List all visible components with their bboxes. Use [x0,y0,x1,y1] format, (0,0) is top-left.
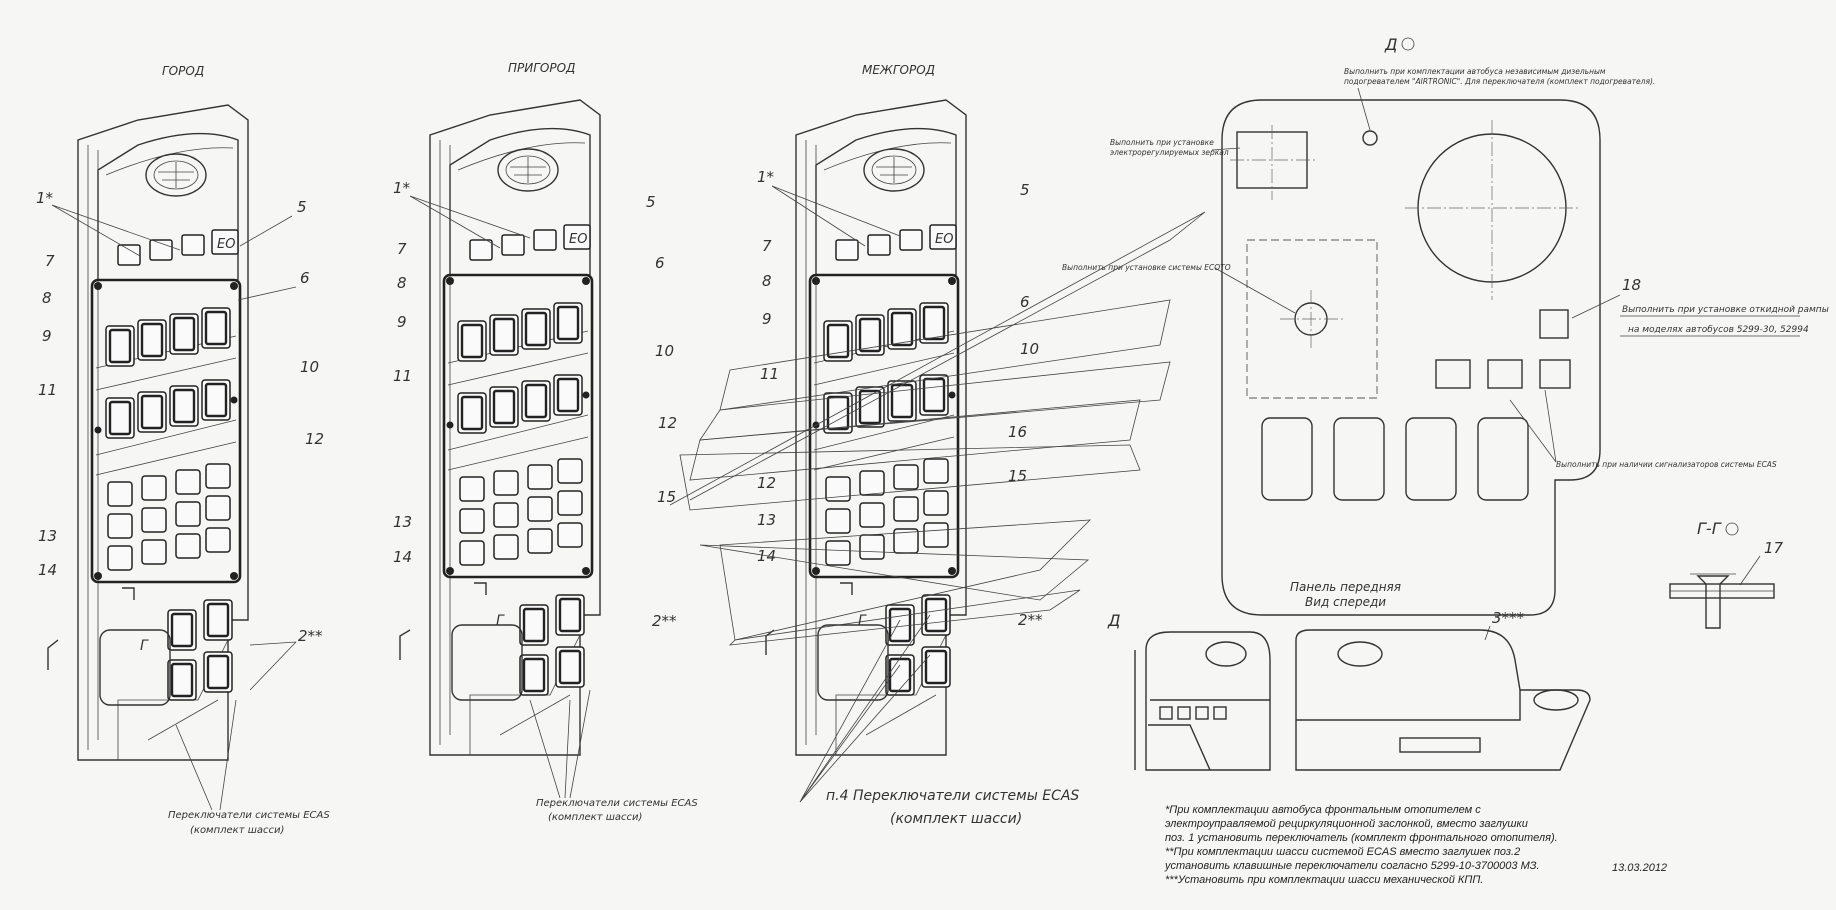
panel-city [76,103,250,762]
callout: 8 [42,289,52,307]
section-marks: Г Г Г [140,613,867,654]
callout: 7 [397,240,407,258]
view-d-title: Д [1384,35,1398,54]
callout: 6 [655,254,665,272]
leader-fan [669,211,1206,646]
front-panel-view: Панель передняя Вид спереди Д 3*** [1107,580,1591,771]
callout: 16 [1008,423,1027,441]
callout: 9 [42,327,52,345]
callout: 8 [397,274,407,292]
callout: 5 [297,198,307,216]
ecas-label-suburban-1: Переключатели системы ECAS [536,798,698,809]
callout: 7 [45,252,55,270]
view-d: Д Выполнить при комплектации автобуса не… [1062,35,1829,616]
callout: 14 [393,548,412,566]
note-ramp-1: Выполнить при установке откидной рампы [1622,305,1829,315]
callout: 2** [652,612,677,630]
section-mark: Г [496,613,505,629]
callout: 8 [762,272,772,290]
ecas-label-city-2: (комплект шасси) [190,825,284,836]
footnote-line: *При комплектации автобуса фронтальным о… [1165,804,1481,816]
callout: 9 [762,310,772,328]
drawing-date: 13.03.2012 [1612,862,1667,874]
note-mirrors-2: электрорегулируемых зеркал [1110,148,1229,157]
callout: 12 [305,430,324,448]
section-gg-title: Г-Г [1697,519,1722,538]
note-mirrors-1: Выполнить при установке [1110,138,1214,147]
callout: 10 [655,342,674,360]
callout: 14 [38,561,57,579]
callout: 11 [760,365,779,383]
callout: 15 [657,488,676,506]
callout: 12 [658,414,677,432]
section-mark: Г [858,613,867,629]
callout: 13 [393,513,412,531]
callout-18: 18 [1622,276,1641,294]
front-view-marker: Д [1107,611,1121,630]
callout: 2** [1018,611,1043,629]
callout: 6 [300,269,310,287]
footnotes: *При комплектации автобуса фронтальным о… [1164,804,1667,886]
ecas-label-intercity-2: (комплект шасси) [890,811,1022,827]
note-airtronic-1: Выполнить при комплектации автобуса неза… [1344,67,1606,76]
callout: 11 [393,367,412,385]
footnote-line: **При комплектации шасси системой ECAS в… [1165,846,1520,858]
callouts-intercity: 1* 5 7 6 8 9 10 11 16 12 15 13 14 2** 15 [657,168,1043,655]
callouts-city: 1* 5 7 6 8 9 10 11 12 13 14 2** [36,189,324,691]
callout: 10 [1020,340,1039,358]
footnote-line: поз. 1 установить переключатель (комплек… [1165,832,1558,844]
callout: 1* [393,179,411,197]
panel-title-city: ГОРОД [162,64,204,78]
callout: 2** [298,627,323,645]
panel-intercity [794,98,968,757]
footnote-line: электроуправляемой рециркуляционной засл… [1165,818,1528,830]
note-ecas-signal: Выполнить при наличии сигнализаторов сис… [1556,460,1777,469]
footnote-line: ***Установить при комплектации шасси мех… [1165,874,1483,886]
callout: 9 [397,313,407,331]
note-ramp-2: на моделях автобусов 5299-30, 52994 [1628,325,1809,335]
callout: 7 [762,237,772,255]
panel-title-intercity: МЕЖГОРОД [862,63,935,77]
callout: 13 [38,527,57,545]
ecas-label-intercity-1: п.4 Переключатели системы ECAS [826,788,1079,804]
front-view-title-2: Вид спереди [1305,595,1386,609]
footnote-line: установить клавишные переключатели согла… [1164,860,1540,872]
callout: 11 [38,381,57,399]
ecas-label-suburban-2: (комплект шасси) [548,812,642,823]
note-edc: Выполнить при установке системы ЕСОТО [1062,263,1231,272]
callout: 13 [757,511,776,529]
section-mark: Г [140,638,149,654]
callout: 12 [757,474,776,492]
callout: 10 [300,358,319,376]
ecas-label-city-1: Переключатели системы ECAS [168,810,330,821]
callout: 1* [36,189,54,207]
callout-17: 17 [1764,539,1784,557]
callout-3: 3*** [1492,609,1525,627]
note-airtronic-2: подогревателем "AIRTRONIC". Для переключ… [1344,77,1655,86]
callout: 15 [1008,467,1027,485]
callouts-suburban: 1* 5 7 6 8 9 10 11 12 13 14 2** [393,179,677,660]
front-view-title-1: Панель передняя [1290,580,1401,594]
callout: 1* [757,168,775,186]
panel-title-suburban: ПРИГОРОД [508,61,575,75]
panel-suburban [428,98,602,757]
callout: 5 [646,193,656,211]
callout: 5 [1020,181,1030,199]
callout: 6 [1020,293,1030,311]
section-gg: Г-Г 17 [1669,519,1784,629]
